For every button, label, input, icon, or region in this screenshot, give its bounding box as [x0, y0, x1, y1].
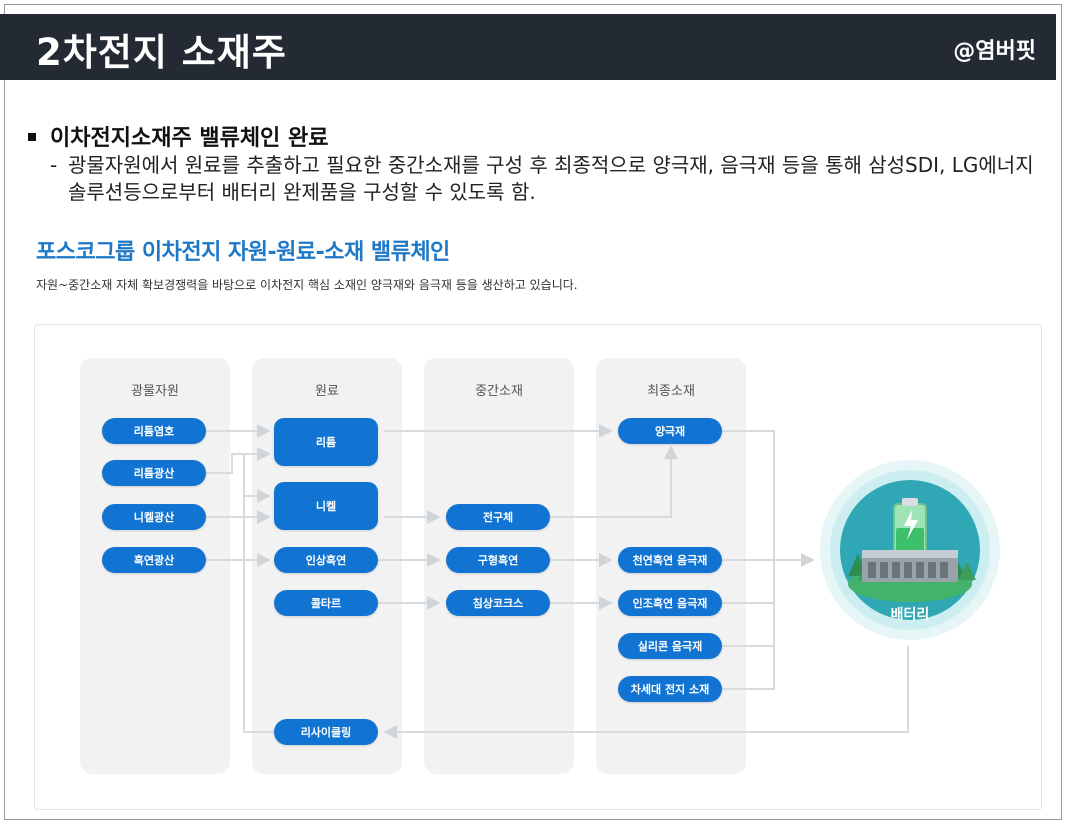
column-header-final: 최종소재	[596, 380, 746, 399]
bullet-description: - 광물자원에서 원료를 추출하고 필요한 중간소재를 구성 후 최종적으로 양…	[50, 152, 1040, 206]
pill-artificial-graphite-anode: 인조흑연 음극재	[618, 590, 722, 616]
pill-needle-coke: 침상코크스	[446, 590, 550, 616]
pill-natural-graphite-anode: 천연흑연 음극재	[618, 547, 722, 573]
bullet-title: 이차전지소재주 밸류체인 완료	[50, 120, 328, 152]
battery-illustration: 배터리	[818, 458, 1002, 642]
pill-silicon-anode: 실리콘 음극재	[618, 633, 722, 659]
pill-flake-graphite: 인상흑연	[274, 547, 378, 573]
pill-recycling: 리사이클링	[274, 719, 378, 745]
bullet-square-icon	[28, 133, 36, 141]
column-header-minerals: 광물자원	[80, 380, 230, 399]
pill-lithium-mine: 리튬광산	[102, 460, 206, 486]
pill-cathode: 양극재	[618, 418, 722, 444]
infographic-title: 포스코그룹 이차전지 자원-원료-소재 밸류체인	[36, 234, 450, 266]
battery-label: 배터리	[818, 604, 1002, 624]
infographic-description: 자원~중간소재 자체 확보경쟁력을 바탕으로 이차전지 핵심 소재인 양극재와 …	[36, 276, 578, 293]
pill-nickel: 니켈	[274, 482, 378, 530]
bullet-heading: 이차전지소재주 밸류체인 완료	[28, 120, 328, 152]
column-header-intermediate: 중간소재	[424, 380, 574, 399]
header-bar: 2차전지 소재주 @염버핏	[0, 14, 1056, 80]
pill-nickel-mine: 니켈광산	[102, 504, 206, 530]
dash-marker: -	[50, 152, 68, 206]
bullet-description-text: 광물자원에서 원료를 추출하고 필요한 중간소재를 구성 후 최종적으로 양극재…	[68, 152, 1040, 206]
column-header-raw-materials: 원료	[252, 380, 402, 399]
pill-coal-tar: 콜타르	[274, 590, 378, 616]
pill-spherical-graphite: 구형흑연	[446, 547, 550, 573]
author-handle: @염버핏	[953, 33, 1036, 65]
pill-graphite-mine: 흑연광산	[102, 547, 206, 573]
pill-next-gen-battery-material: 차세대 전지 소재	[618, 676, 722, 702]
pill-lithium: 리튬	[274, 418, 378, 466]
pill-precursor: 전구체	[446, 504, 550, 530]
page-title: 2차전지 소재주	[36, 22, 287, 76]
pill-lithium-brine: 리튬염호	[102, 418, 206, 444]
